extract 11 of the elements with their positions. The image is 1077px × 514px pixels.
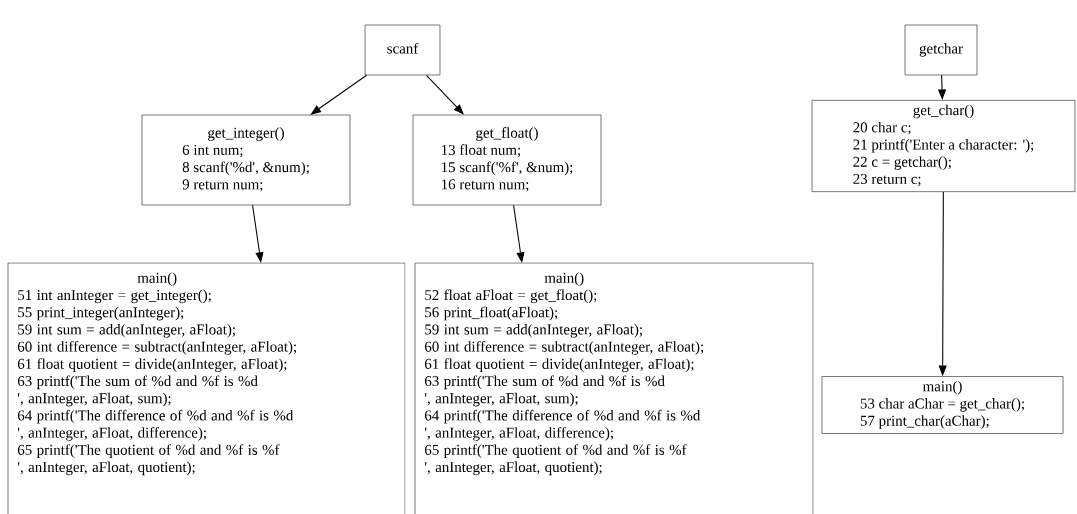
library-call-box: getchar	[904, 24, 978, 76]
library-call-box: scanf	[364, 24, 441, 76]
arrow	[425, 74, 464, 115]
function-box: main() 51 int anInteger = get_integer(); 55 print_integer(anInteger); 59 int sum = add(anInteger, aFloat); 60 int difference = subtract(anInteger, aFloat); 61 float quotient = divide(anInteger, aFloat); 63 printf('The sum of %d and %f is %d ', anInteger, aFloat, sum); 64 printf('The difference of %d and %f is %d ', anInteger, aFloat, difference); 65 printf('The quotient of %d and %f is %f ', anInteger, aFloat, quotient);	[7, 262, 406, 514]
function-box: get_integer() 6 int num; 8 scanf('%d', &num); 9 return num;	[141, 114, 351, 206]
function-box: get_char() 20 char c; 21 printf('Enter a character: '); 22 c = getchar(); 23 return c;	[811, 100, 1076, 192]
arrow	[513, 204, 525, 263]
function-box: main() 52 float aFloat = get_float(); 56 print_float(aFloat); 59 int sum = add(anInteger, aFloat); 60 int difference = subtract(anInteger, aFloat); 61 float quotient = divide(anInteger, aFloat); 63 printf('The sum of %d and %f is %d ', anInteger, aFloat, sum); 64 printf('The difference of %d and %f is %d ', anInteger, aFloat, difference); 65 printf('The quotient of %d and %f is %f ', anInteger, aFloat, quotient);	[414, 262, 814, 514]
function-box: get_float() 13 float num; 15 scanf('%f', &num); 16 return num;	[412, 114, 602, 206]
function-box: main() 53 char aChar = get_char(); 57 print_char(aChar);	[821, 376, 1064, 434]
arrow	[252, 204, 264, 263]
